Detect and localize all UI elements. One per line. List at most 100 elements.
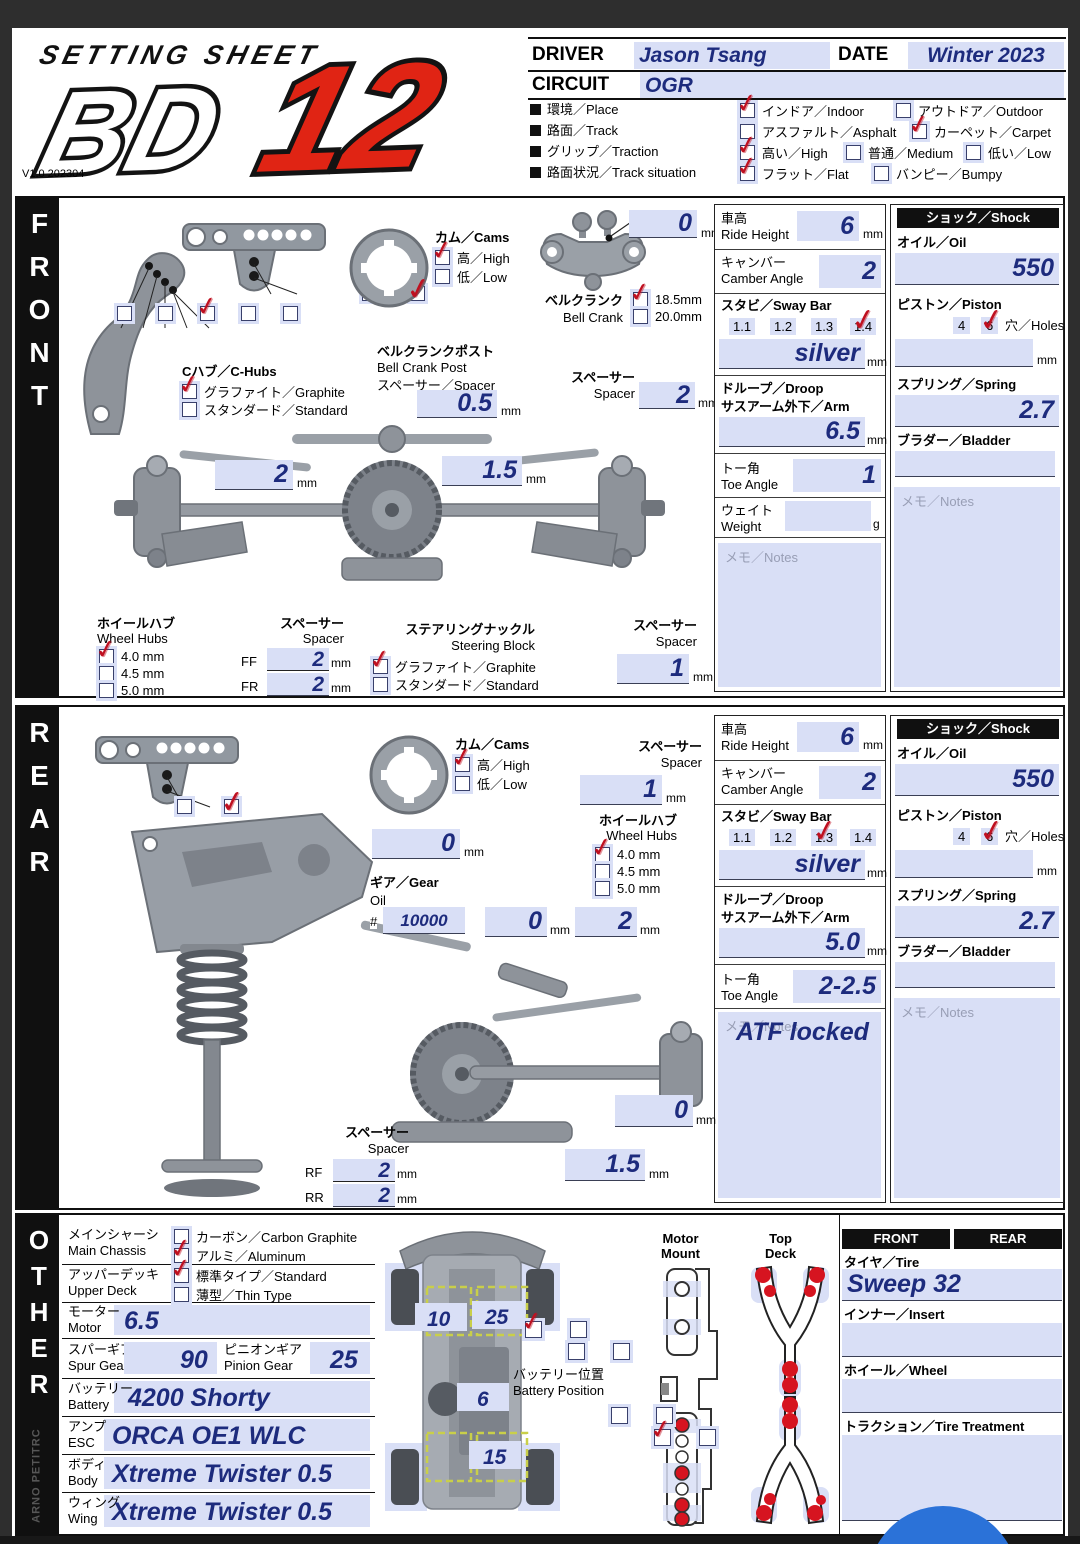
bell-crank-185-option[interactable]: ✓18.5mm [626,276,702,310]
chassis-front-left-box[interactable] [415,1303,467,1331]
piston-6-option[interactable]: 6 [981,317,999,335]
rear-top-spacer-field[interactable]: 1 [580,775,662,805]
chassis-rear-box[interactable] [469,1441,521,1469]
sway-size-1-2[interactable]: 1.2 [770,829,797,847]
checkbox[interactable]: ✓ [589,831,616,864]
checkbox[interactable] [595,881,610,896]
sway-size-1-3[interactable]: 1.3 [811,829,838,847]
insert-field[interactable] [842,1323,1062,1357]
c-hubs-standard-option[interactable]: スタンダード／Standard [182,400,348,419]
option-carpet[interactable]: ✓カーペット／Carpet [905,108,1052,142]
sway-size-1-4[interactable]: 1.4 [850,829,877,847]
battery-front-checkbox-4[interactable] [613,1343,631,1360]
rear-steering-spacer-field[interactable]: 1.5 [565,1149,645,1181]
front-center-spacer-field[interactable]: 1.5 [442,456,522,486]
option-bumpy[interactable]: バンピー／Bumpy [874,164,1002,183]
battery-front-checkbox-3[interactable] [567,1343,585,1360]
option-high[interactable]: ✓高い／High [733,129,828,163]
checkbox[interactable] [633,309,648,324]
thin-type-option[interactable]: 薄型／Thin Type [174,1285,292,1304]
front-droop-field[interactable]: 6.5 [719,417,865,447]
fr-spacer-field[interactable]: 2 [267,673,329,696]
battery-front-checkbox-1[interactable]: ✓ [519,1305,546,1338]
rr-spacer-field[interactable]: 2 [333,1184,395,1207]
rear-cams-low-option[interactable]: 低／Low [455,774,527,793]
piston-4-option[interactable]: 4 [953,828,971,846]
rear-hub-spacer-field[interactable]: 2 [575,907,637,937]
front-toe-field[interactable]: 1 [793,459,881,492]
battery-rear-checkbox-1[interactable] [610,1407,628,1424]
battery-rear-checkbox-2[interactable] [656,1407,674,1424]
rear-hub-45-option[interactable]: 4.5 mm [595,864,660,879]
pinion-gear-field[interactable] [310,1342,370,1374]
motor-field[interactable] [114,1305,370,1335]
ff-spacer-field[interactable]: 2 [267,648,329,671]
front-notes-area[interactable]: メモ／Notes [718,543,881,687]
option-flat[interactable]: ✓フラット／Flat [733,150,849,184]
rear-camber-field[interactable]: 2 [819,766,881,799]
rear-shock-notes-area[interactable]: メモ／Notes [894,998,1060,1198]
front-weight-field[interactable] [785,501,871,531]
checkbox[interactable]: ✓ [429,234,456,267]
steering-graphite-option[interactable]: ✓グラファイト／Graphite [366,643,536,677]
sway-size-1-2[interactable]: 1.2 [770,318,797,336]
rear-hub-40-option[interactable]: ✓4.0 mm [588,831,661,865]
chassis-front-right-box[interactable] [472,1301,524,1329]
front-camber-field[interactable]: 2 [819,255,881,288]
checkbox[interactable]: ✓ [93,633,120,666]
front-oil-field[interactable]: 550 [895,253,1059,285]
front-bladder-field[interactable] [895,451,1055,477]
date-field[interactable]: Winter 2023 [908,42,1064,69]
front-sway-field[interactable]: silver [719,339,865,369]
checkbox[interactable]: ✓ [734,87,761,120]
aluminum-option[interactable]: ✓アルミ／Aluminum [167,1232,306,1266]
front-top-spacer-field[interactable]: 0 [629,210,697,238]
rear-bottom-spacer-field[interactable]: 0 [615,1095,693,1127]
checkbox[interactable]: ✓ [449,741,476,774]
checkbox[interactable] [896,103,911,118]
option-low[interactable]: 低い／Low [966,143,1051,162]
sway-size-1-3[interactable]: 1.3 [811,318,838,336]
checkbox[interactable] [740,124,755,139]
front-ride-height-field[interactable]: 6 [797,211,859,241]
rear-oil-field[interactable]: 550 [895,764,1059,796]
checkbox[interactable] [174,1287,189,1302]
checkbox[interactable] [182,402,197,417]
checkbox[interactable] [435,269,450,284]
circuit-field[interactable]: OGR [640,72,1064,98]
rear-toe-field[interactable]: 2-2.5 [793,970,881,1003]
front-right-spacer-field[interactable]: 1 [617,654,689,684]
driver-field[interactable]: Jason Tsang [634,42,830,69]
battery-rear-checkbox-4[interactable] [699,1429,717,1446]
battery-rear-checkbox-3[interactable]: ✓ [647,1413,674,1446]
battery-field[interactable] [114,1381,370,1413]
rear-ride-height-field[interactable]: 6 [797,722,859,752]
arm-hole-checkbox-4[interactable] [241,306,257,321]
cams-low-option[interactable]: 低／Low [435,267,507,286]
piston-4-option[interactable]: 4 [953,317,971,335]
checkbox[interactable]: ✓ [627,276,654,309]
option-outdoor[interactable]: アウトドア／Outdoor [896,101,1043,120]
rear-bladder-field[interactable] [895,962,1055,988]
front-shock-notes-area[interactable]: メモ／Notes [894,487,1060,687]
checkbox[interactable]: ✓ [367,643,394,676]
checkbox[interactable] [846,145,861,160]
rear-spring-field[interactable]: 2.7 [895,906,1059,938]
rear-brace-hole-checkbox-2[interactable]: ✓ [218,783,249,822]
checkbox[interactable] [966,145,981,160]
checkbox[interactable]: ✓ [734,129,761,162]
option-medium[interactable]: 普通／Medium [846,143,953,162]
cams-high-option[interactable]: ✓高／High [428,234,510,268]
hub-45-option[interactable]: 4.5 mm [99,666,164,681]
esc-field[interactable] [104,1419,370,1451]
wheel-field[interactable] [842,1379,1062,1413]
rear-notes-area[interactable]: メモ／Notes ATF locked [718,1012,881,1198]
bell-crank-200-option[interactable]: 20.0mm [633,309,702,324]
hub-40-option[interactable]: ✓4.0 mm [92,633,165,667]
sway-size-1-4[interactable]: 1.4 [850,318,877,336]
checkbox[interactable] [373,677,388,692]
rear-hub-50-option[interactable]: 5.0 mm [595,881,660,896]
checkbox[interactable] [174,1229,189,1244]
front-upper-spacer-field[interactable]: 2 [639,382,695,409]
c-hubs-graphite-option[interactable]: ✓グラファイト／Graphite [175,368,345,402]
